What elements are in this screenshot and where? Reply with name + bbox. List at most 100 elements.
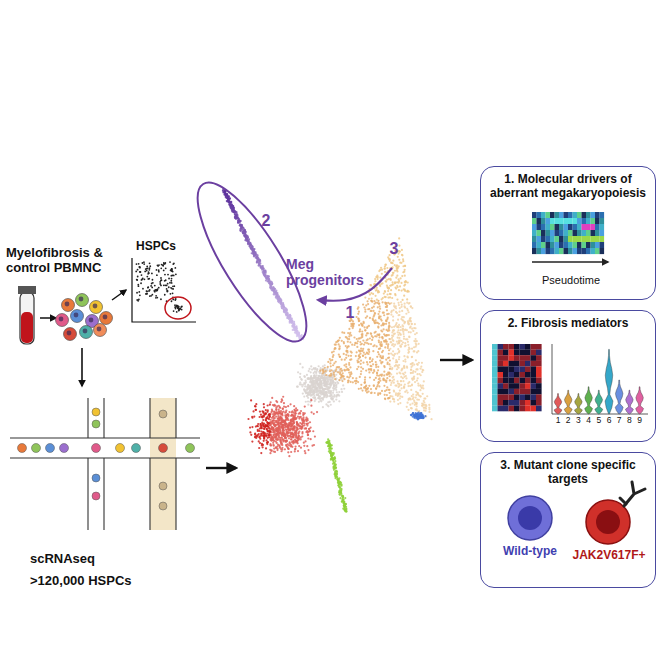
umap-cell: [419, 368, 421, 370]
umap-cell: [422, 393, 424, 395]
umap-cell: [400, 289, 402, 291]
umap-cell: [386, 386, 388, 388]
flow-dot: [138, 263, 140, 265]
umap-cell: [364, 379, 366, 381]
umap-cell: [393, 390, 395, 392]
umap-cell: [414, 338, 416, 340]
umap-cell: [345, 363, 347, 365]
flow-dot: [171, 270, 173, 272]
umap-cell: [389, 303, 391, 305]
umap-cell: [396, 372, 398, 374]
umap-cell: [399, 372, 401, 374]
umap-cell: [342, 369, 344, 371]
umap-cell: [344, 359, 346, 361]
umap-cell: [359, 341, 361, 343]
umap-cell: [391, 368, 393, 370]
umap-cell: [367, 363, 369, 365]
umap-cell: [367, 390, 369, 392]
umap-cell: [350, 358, 352, 360]
umap-cell: [322, 406, 324, 408]
umap-cell: [319, 392, 321, 394]
umap-cell: [296, 386, 298, 388]
umap-cell: [378, 353, 380, 355]
umap-cell: [425, 405, 427, 407]
umap-cell: [314, 396, 316, 398]
umap-cell: [310, 365, 312, 367]
blood-cell: [80, 326, 93, 339]
flow-dot: [176, 311, 178, 313]
umap-cell: [410, 372, 412, 374]
umap-cell: [359, 376, 361, 378]
umap-cell: [310, 371, 312, 373]
flow-dot: [174, 267, 176, 269]
umap-cell: [380, 283, 382, 285]
umap-cell: [398, 245, 400, 247]
umap-cell: [401, 249, 403, 251]
umap-cell: [376, 372, 378, 374]
umap-cell: [393, 345, 395, 347]
umap-cell: [357, 306, 359, 308]
flow-dot: [163, 270, 165, 272]
flow-dot: [154, 289, 156, 291]
umap-cell: [379, 377, 381, 379]
umap-cell: [389, 379, 391, 381]
umap-cell: [415, 396, 417, 398]
droplet: [116, 444, 125, 453]
umap-cell: [380, 341, 382, 343]
umap-cell: [397, 319, 399, 321]
flow-dot: [164, 284, 166, 286]
umap-cell: [409, 320, 411, 322]
umap-cell: [335, 386, 337, 388]
umap-cell: [358, 361, 360, 363]
flow-dot: [170, 269, 172, 271]
umap-cell: [396, 380, 398, 382]
umap-cell: [396, 267, 398, 269]
umap-cell: [398, 394, 400, 396]
umap-cell: [323, 371, 325, 373]
umap-cell: [373, 384, 375, 386]
flow-dot: [151, 283, 153, 285]
umap-cell: [344, 370, 346, 372]
umap-cell: [387, 357, 389, 359]
umap-cell: [350, 355, 352, 357]
umap-cell: [377, 366, 379, 368]
umap-cell: [398, 304, 400, 306]
umap-cell: [384, 267, 386, 269]
umap-cell: [377, 351, 379, 353]
umap-cell: [389, 258, 391, 260]
flow-dot: [149, 289, 151, 291]
flow-dot: [147, 273, 149, 275]
umap-cell: [347, 332, 349, 334]
umap-cell: [398, 289, 400, 291]
umap-cell: [416, 398, 418, 400]
umap-cell: [430, 418, 432, 420]
umap-cell: [378, 303, 380, 305]
umap-cell: [355, 355, 357, 357]
umap-cell: [410, 372, 412, 374]
umap-cell: [369, 376, 371, 378]
umap-cell: [381, 330, 383, 332]
flow-dot: [162, 265, 164, 267]
umap-cell: [391, 262, 393, 264]
umap-cell: [318, 396, 320, 398]
umap-cell: [365, 304, 367, 306]
umap-cell: [394, 282, 396, 284]
umap-cell: [315, 370, 317, 372]
flow-dot: [142, 288, 144, 290]
flow-dot: [172, 263, 174, 265]
umap-cell: [391, 380, 393, 382]
umap-cell: [277, 415, 279, 417]
flow-dot: [175, 298, 177, 300]
umap-cell: [301, 379, 303, 381]
umap-cell: [360, 366, 362, 368]
flow-dot: [140, 271, 142, 273]
umap-cell: [392, 309, 394, 311]
flow-dot: [146, 290, 148, 292]
umap-cell: [407, 344, 409, 346]
umap-cell: [409, 385, 411, 387]
umap-cell: [415, 359, 417, 361]
blood-cell: [94, 324, 107, 337]
umap-cell: [356, 346, 358, 348]
umap-cell: [399, 395, 401, 397]
umap-cell: [332, 389, 334, 391]
